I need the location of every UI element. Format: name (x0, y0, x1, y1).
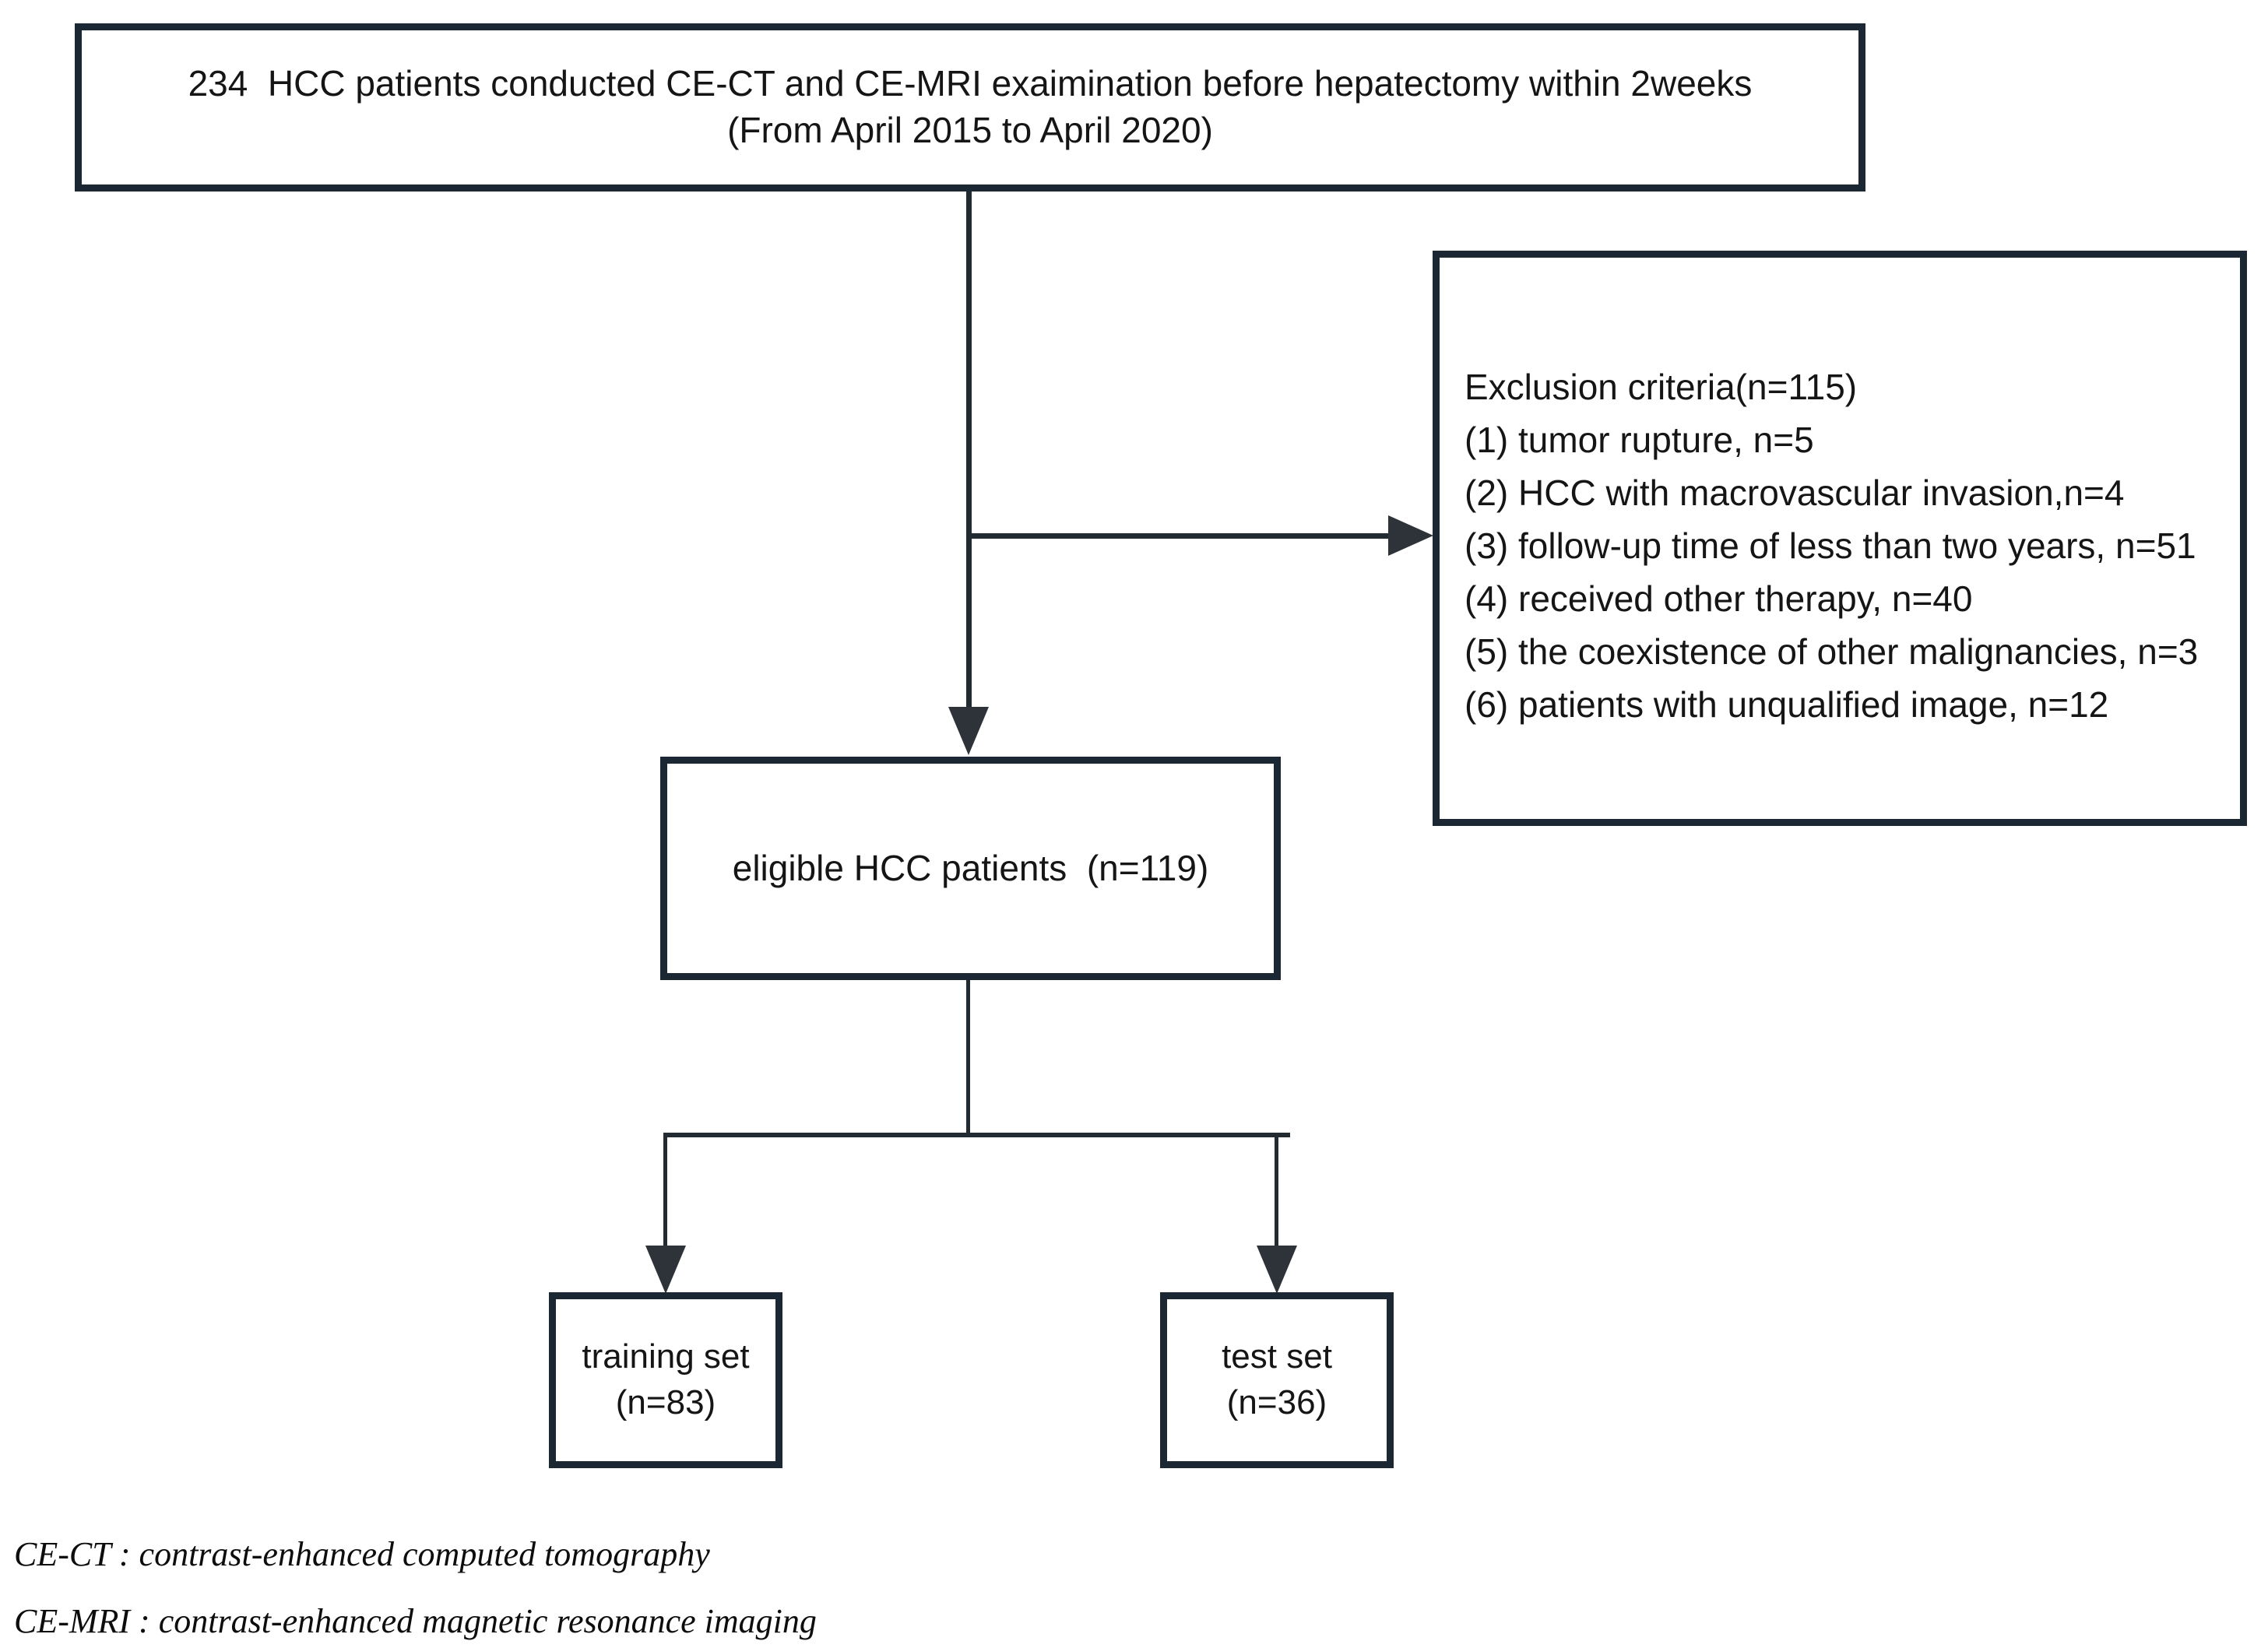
node-cohort-box: 234 HCC patients conducted CE-CT and CE-… (75, 23, 1865, 192)
arrowhead-to-test (1257, 1246, 1297, 1294)
exclusion-item-2: (2) HCC with macrovascular invasion,n=4 (1465, 473, 2125, 513)
node-test-set-box: test set (n=36) (1160, 1292, 1394, 1468)
exclusion-item-6: (6) patients with unqualified image, n=1… (1465, 684, 2109, 725)
exclusion-item-3: (3) follow-up time of less than two year… (1465, 525, 2196, 566)
arrowhead-to-eligible (948, 707, 989, 755)
connector-exclusion-branch (966, 533, 1401, 539)
connector-cohort-trunk (966, 192, 972, 707)
connector-training-drop (663, 1133, 667, 1247)
connector-test-drop (1275, 1133, 1278, 1247)
legend-line-ce-ct: CE-CT : contrast-enhanced computed tomog… (14, 1535, 710, 1573)
node-cohort-label: 234 HCC patients conducted CE-CT and CE-… (188, 63, 1753, 150)
node-exclusion-box: Exclusion criteria(n=115) (1) tumor rupt… (1433, 251, 2247, 826)
arrowhead-to-exclusion (1388, 515, 1433, 556)
legend-abbreviations: CE-CT : contrast-enhanced computed tomog… (14, 1537, 1260, 1648)
node-test-set-label: test set (n=36) (1222, 1337, 1332, 1421)
exclusion-heading: Exclusion criteria(n=115) (1465, 367, 1858, 407)
arrowhead-to-training (645, 1246, 686, 1294)
exclusion-item-5: (5) the coexistence of other malignancie… (1465, 631, 2199, 672)
node-training-set-box: training set (n=83) (549, 1292, 782, 1468)
node-eligible-label: eligible HCC patients (n=119) (732, 847, 1209, 888)
connector-split-stem (966, 980, 970, 1136)
exclusion-list: Exclusion criteria(n=115) (1) tumor rupt… (1440, 258, 2240, 731)
node-eligible-box: eligible HCC patients (n=119) (660, 757, 1281, 980)
exclusion-item-1: (1) tumor rupture, n=5 (1465, 420, 1814, 460)
exclusion-item-4: (4) received other therapy, n=40 (1465, 578, 1973, 619)
legend-line-ce-mri: CE-MRI : contrast-enhanced magnetic reso… (14, 1602, 817, 1640)
node-training-set-label: training set (n=83) (582, 1337, 750, 1421)
connector-split-bar (663, 1133, 1290, 1137)
